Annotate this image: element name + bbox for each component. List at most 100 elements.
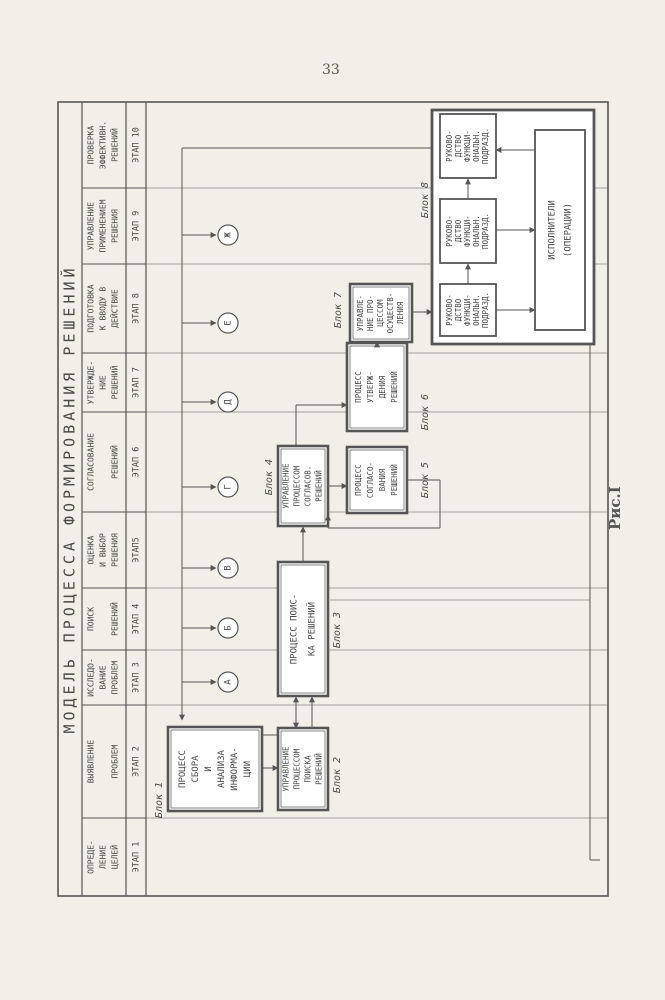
block-text-line: ЦИИ: [243, 761, 253, 777]
circle-marker: [217, 671, 239, 693]
block-2-inner: [280, 730, 326, 808]
stage-header-line: УТВЕРЖДЕ-: [87, 361, 96, 404]
block-8-subunit-text: ОНАЛЬН.: [472, 294, 481, 326]
stage-header-line: РЕШЕНИЯ: [111, 533, 120, 567]
block-text-line: СОГЛАСО-: [366, 462, 375, 498]
block-text-line: СОГЛАСОВ.: [304, 466, 313, 507]
circle-marker: [217, 476, 239, 498]
stage-header-line: ПРОБЛЕМ: [111, 744, 120, 778]
block-2-box: [276, 726, 330, 812]
stage-header-line: ВАНИЕ: [99, 665, 108, 689]
stage-header-line: РЕШЕНИЙ: [109, 445, 120, 479]
stage-header-line: РЕШЕНИЯ: [111, 209, 120, 243]
outer-frame: [57, 101, 609, 897]
stage-label: ЭТАП 3: [132, 662, 142, 693]
block-8-executors-text: (ОПЕРАЦИИ): [564, 203, 574, 257]
block-8-subunit-text: ПОДРАЗД.: [481, 213, 490, 249]
stage-header-line: УПРАВЛЕНИЕ: [87, 202, 96, 250]
block-text-line: ПРОЦЕСС: [354, 464, 363, 496]
stage-label: ЭТАП 6: [132, 447, 142, 478]
circle-marker-label: В: [224, 565, 234, 570]
block-text-line: РЕШЕНИЙ: [390, 464, 399, 496]
stage-header-line: ЦЕЛЕЙ: [109, 845, 120, 869]
block-8-subunit-text: ФУНКЦИ-: [463, 294, 472, 326]
block-8-subunit-text: РУКОВО-: [445, 215, 454, 247]
circle-marker: [217, 224, 239, 246]
block-1-box: [166, 725, 264, 813]
block-text-line: ДЕНИЯ: [378, 375, 387, 398]
block-text-line: УПРАВЛЕ-: [356, 295, 365, 331]
block-label: Блок 8: [420, 182, 431, 218]
block-4-inner: [280, 448, 326, 524]
block-text-line: НИЕ ПРО-: [366, 295, 375, 331]
block-7-box: [348, 282, 414, 344]
block-1-inner: [170, 729, 260, 809]
block-text-line: АНАЛИЗА: [217, 749, 227, 788]
circle-marker-label: Е: [224, 320, 234, 325]
stage-header-line: НИЕ: [99, 375, 108, 390]
block-text-line: СБОРА: [191, 755, 201, 783]
block-text-line: И: [204, 766, 214, 771]
block-5-box: [345, 445, 409, 515]
block-8-subunit-text: ФУНКЦИ-: [463, 130, 472, 162]
block-label: Блок 2: [332, 757, 343, 793]
block-8-subunit-text: ФУНКЦИ-: [463, 215, 472, 247]
block-8-subunit-text: ОНАЛЬН.: [472, 215, 481, 247]
block-text-line: ПРОЦЕСС ПОИС-: [290, 594, 300, 664]
block-8-subunit-text: ДСТВО: [454, 134, 463, 157]
stage-header-line: СОГЛАСОВАНИЕ: [87, 433, 96, 491]
stage-header-line: ОЦЕНКА: [87, 535, 96, 564]
block-text-line: ПРОЦЕССОМ: [293, 748, 302, 789]
block-text-line: ПРОЦЕСС: [178, 750, 188, 788]
stage-header-line: РЕШЕНИЙ: [109, 602, 120, 636]
block-label: Блок 5: [420, 462, 431, 498]
block-label: Блок 6: [420, 394, 431, 430]
circle-marker: [217, 312, 239, 334]
block-text-line: ИНФОРМА-: [230, 747, 240, 790]
circle-marker: [217, 617, 239, 639]
block-label: Блок 1: [154, 782, 165, 818]
circle-marker-label: Г: [224, 484, 234, 489]
block-8-subunit-text: ДСТВО: [454, 298, 463, 321]
block-text-line: УПРАВЛЕНИЕ: [282, 463, 291, 509]
stage-header-line: ЛЕНИЕ: [99, 845, 108, 869]
block-3-box: [276, 560, 330, 698]
stage-header-line: К ВВОДУ В: [99, 287, 108, 331]
stage-header-line: ЭФФЕКТИВН.: [99, 121, 108, 169]
circle-marker: [217, 557, 239, 579]
circle-marker-label: А: [224, 679, 234, 685]
block-text-line: ПОИСКА: [304, 755, 313, 783]
block-text-line: ПРОЦЕСС: [354, 371, 363, 403]
stage-header-line: ПОДГОТОВКА: [87, 284, 96, 332]
stage-label: ЭТАП 7: [132, 367, 142, 398]
circle-marker-label: Б: [224, 625, 234, 630]
circle-marker-label: Ж: [224, 232, 234, 238]
circle-marker: [217, 391, 239, 413]
stage-label: ЭТАП 9: [132, 211, 142, 242]
circle-marker-label: Д: [224, 399, 234, 405]
block-text-line: РЕШЕНИЙ: [315, 753, 324, 785]
block-5-inner: [349, 449, 405, 511]
block-label: Блок 4: [264, 459, 275, 495]
block-text-line: УТВЕРЖ-: [366, 371, 375, 403]
page-number: 33: [322, 62, 340, 78]
block-8-subunit-text: ПОДРАЗД.: [481, 292, 490, 328]
stage-header-line: ОПРЕДЕ-: [87, 840, 96, 874]
stage-header-line: РЕШЕНИЙ: [109, 365, 120, 399]
stage-header-line: ПРОБЛЕМ: [111, 660, 120, 694]
block-text-line: УПРАВЛЕНИЕ: [282, 746, 291, 792]
stage-header-line: ВЫЯВЛЕНИЕ: [87, 740, 96, 784]
stage-label: ЭТАП5: [132, 537, 142, 563]
block-text-line: ПРОЦЕССОМ: [293, 465, 302, 506]
block-text-line: ЦЕССОМ: [376, 299, 385, 327]
diagram-title: МОДЕЛЬ ПРОЦЕССА ФОРМИРОВАНИЯ РЕШЕНИЙ: [60, 264, 79, 733]
figure-caption: Рис.I: [606, 486, 624, 530]
block-8-subunit-text: РУКОВО-: [445, 294, 454, 326]
block-8-subunit-text: РУКОВО-: [445, 130, 454, 162]
block-text-line: ОСУЩЕСТВ-: [386, 293, 395, 334]
block-label: Блок 3: [332, 612, 343, 648]
block-8-executors-text: ИСПОЛНИТЕЛИ: [548, 200, 558, 260]
stage-header-line: РЕШЕНИЙ: [109, 128, 120, 162]
stage-header-line: ПОИСК: [87, 607, 96, 631]
